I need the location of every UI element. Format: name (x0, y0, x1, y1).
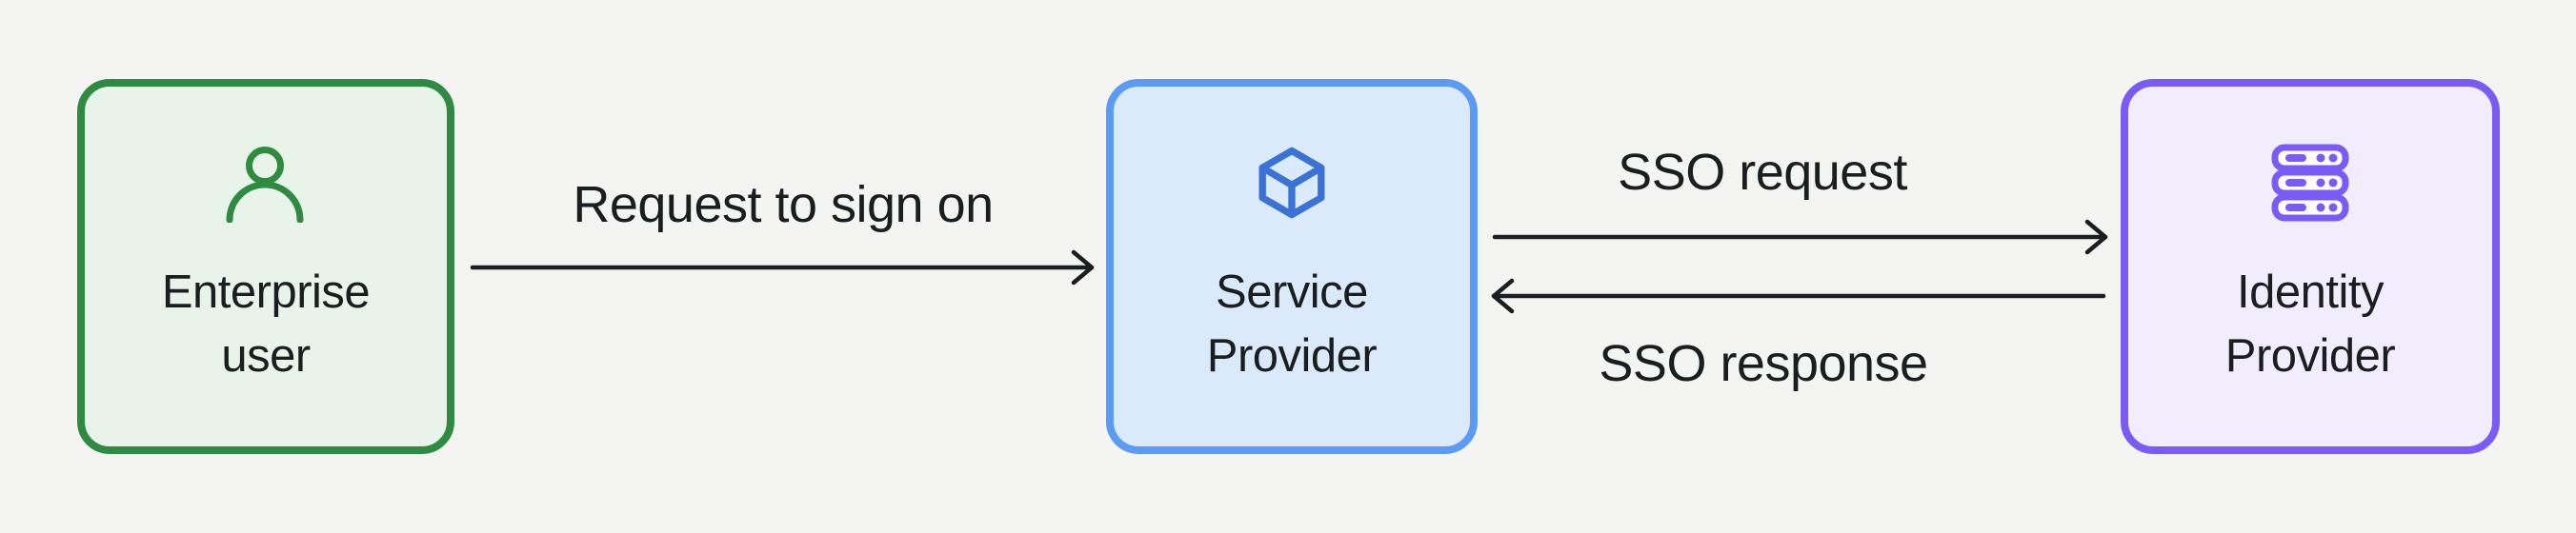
edge-label-sso-request: SSO request (1618, 144, 1907, 201)
node-label-service-provider: Service Provider (1206, 261, 1378, 388)
node-label-line1: Identity (2237, 266, 2384, 318)
arrow-request-to-sign-on (470, 249, 1095, 286)
server-icon (2271, 144, 2349, 222)
node-enterprise-user: Enterprise user (77, 79, 454, 454)
node-label-enterprise-user: Enterprise user (161, 261, 371, 388)
node-label-line2: Provider (2224, 330, 2396, 382)
arrow-sso-response (1491, 278, 2106, 314)
edge-label-sso-response: SSO response (1599, 335, 1928, 392)
edge-label-request-to-sign-on: Request to sign on (573, 176, 994, 233)
node-identity-provider: Identity Provider (2121, 79, 2500, 454)
node-label-line1: Service (1216, 266, 1368, 318)
user-icon (226, 147, 304, 223)
node-label-line2: Provider (1206, 330, 1378, 382)
node-label-line2: user (221, 330, 311, 382)
arrow-sso-request (1492, 219, 2108, 255)
cube-icon (1258, 147, 1325, 219)
node-label-identity-provider: Identity Provider (2224, 261, 2396, 388)
node-label-line1: Enterprise (161, 266, 371, 318)
node-service-provider: Service Provider (1106, 79, 1478, 454)
